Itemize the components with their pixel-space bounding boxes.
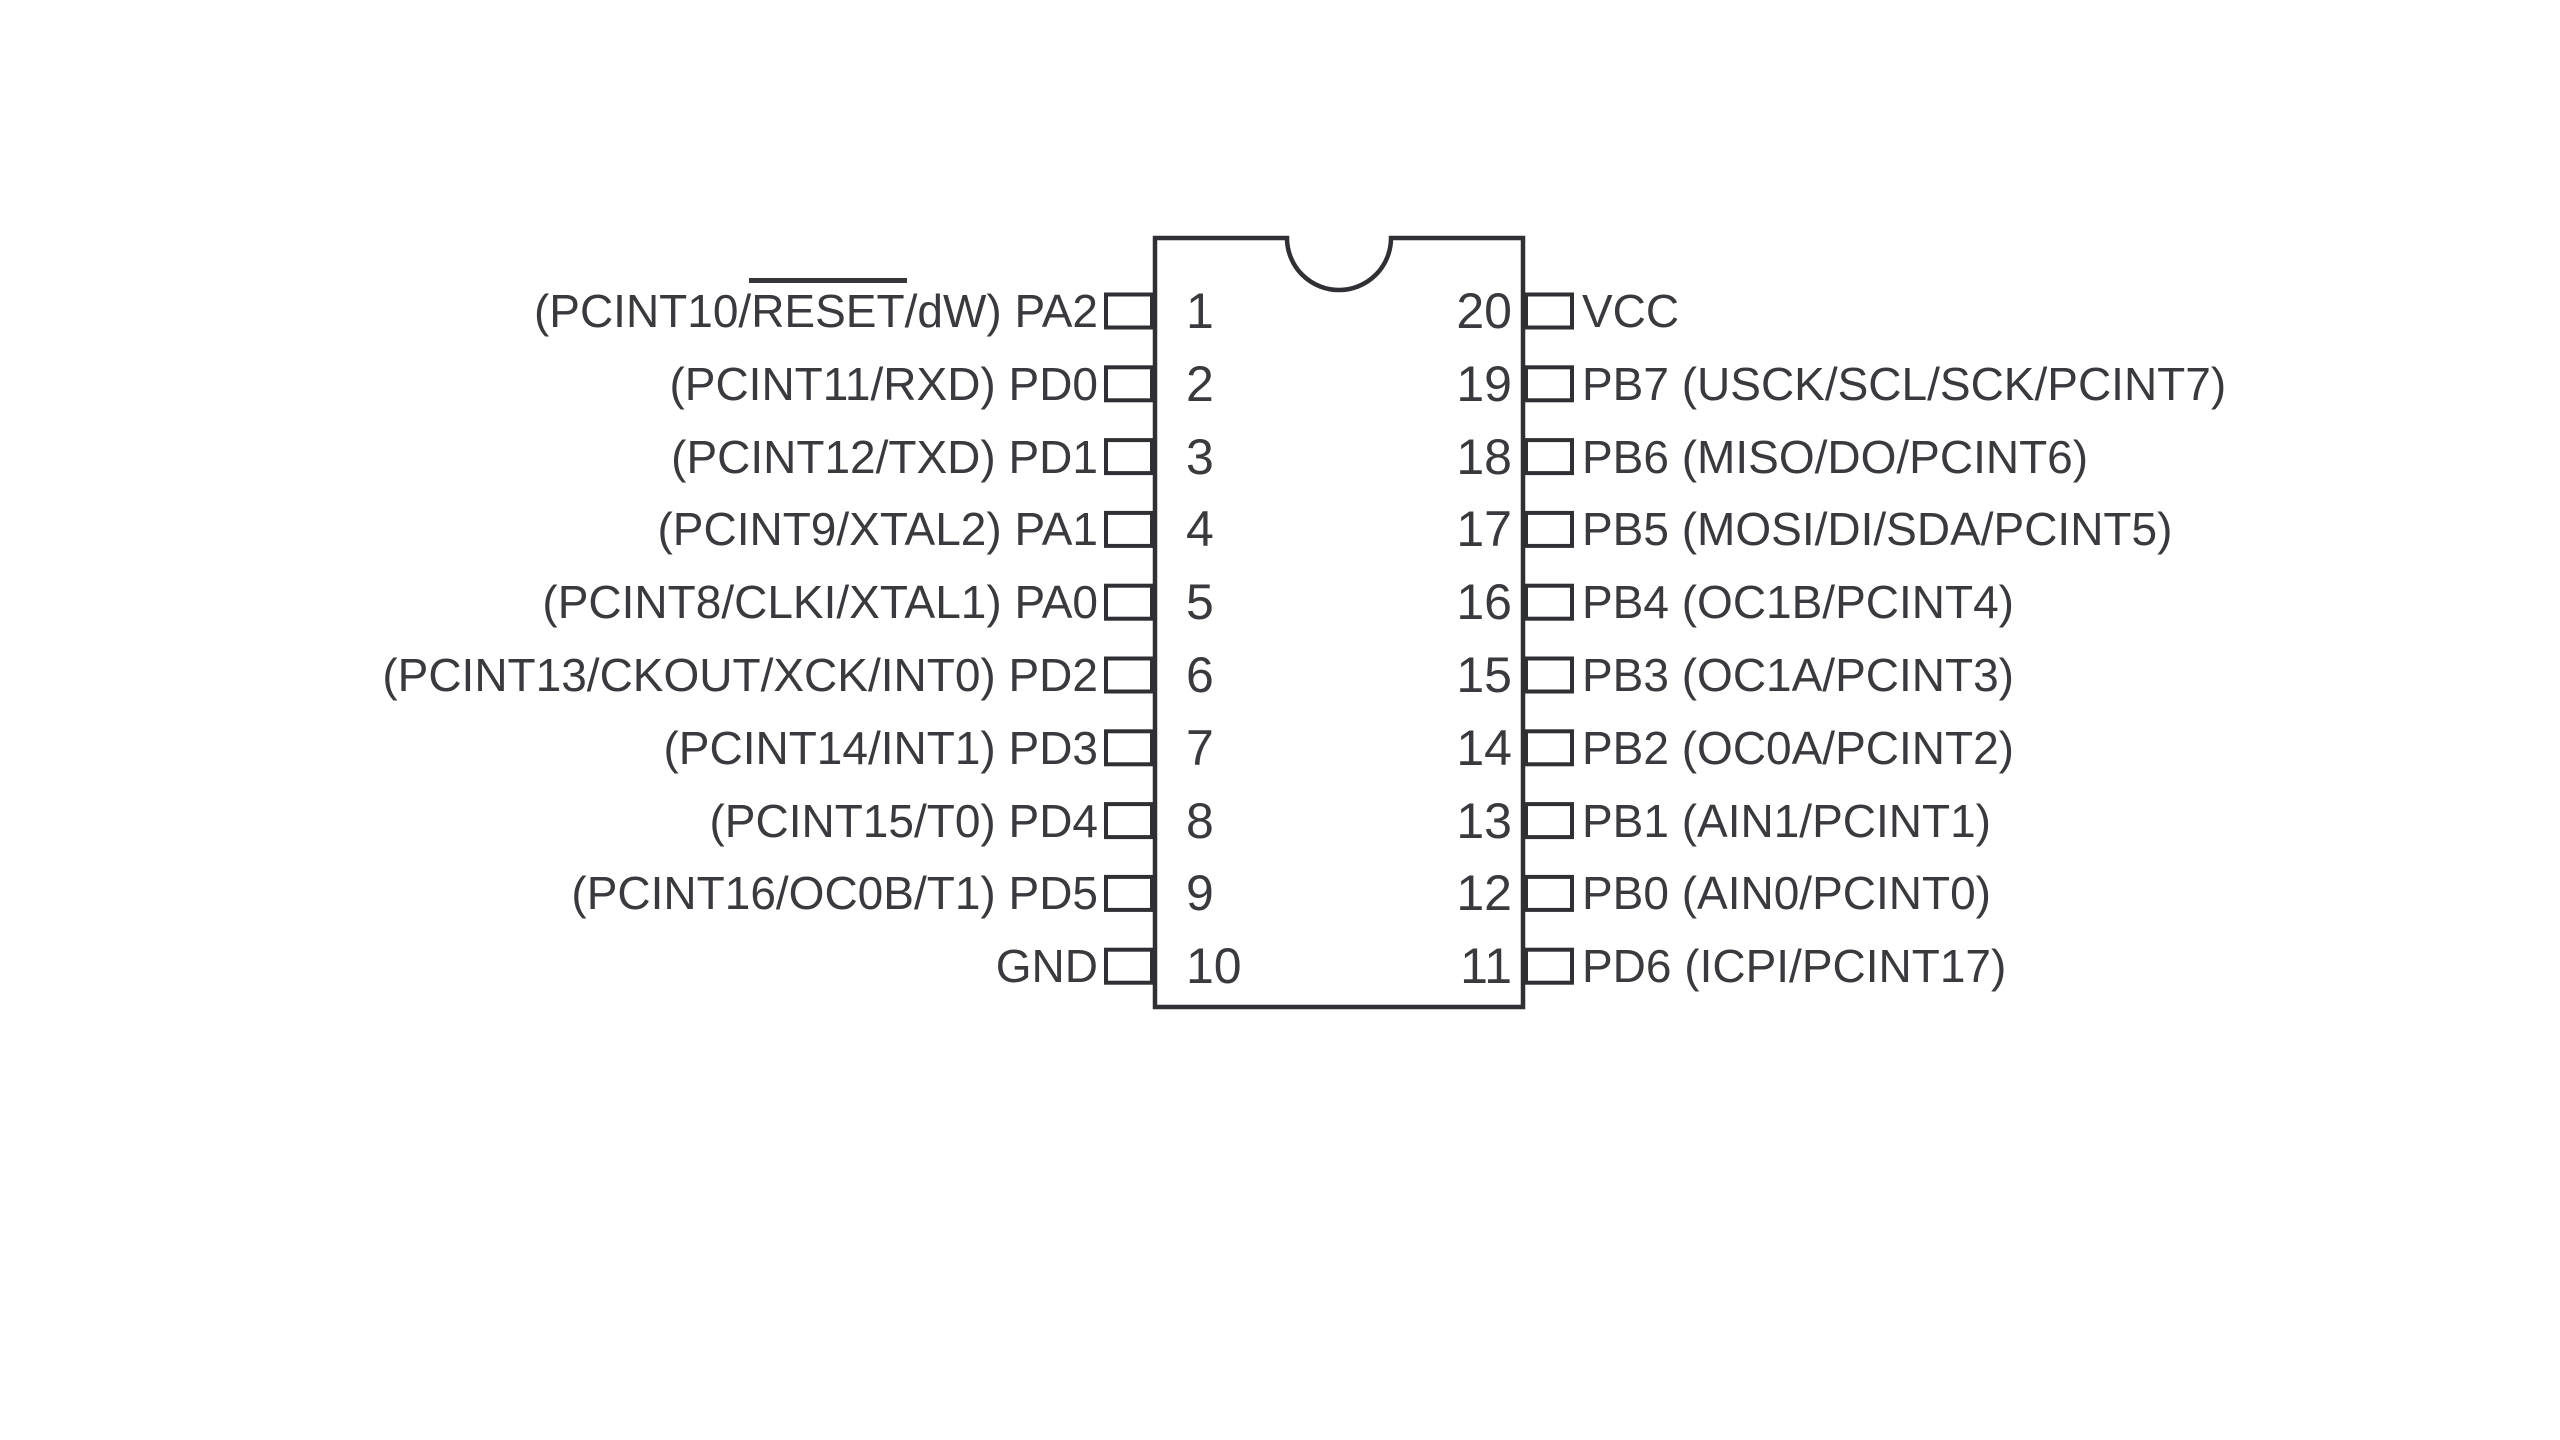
pin-label-segment: /dW) PA2 [904, 285, 1098, 337]
pin-label: (PCINT8/CLKI/XTAL1) PA0 [542, 576, 1098, 629]
pin-stub [1104, 510, 1154, 548]
pin-stub [1104, 947, 1154, 985]
pin-number: 8 [1186, 792, 1214, 849]
pin-stub [1524, 947, 1574, 985]
pin-number: 2 [1186, 355, 1214, 412]
pin-number: 14 [1456, 719, 1512, 776]
pin-label: GND [995, 940, 1098, 993]
pin-stub [1524, 874, 1574, 912]
pin-label: PB1 (AIN1/PCINT1) [1582, 794, 1991, 847]
ic-body-outline [1152, 235, 1526, 1010]
pin-number: 4 [1186, 501, 1214, 558]
pin-label: (PCINT16/OC0B/T1) PD5 [571, 867, 1098, 920]
pin-stub [1104, 729, 1154, 767]
pin-stub [1104, 802, 1154, 840]
pin-label: (PCINT13/CKOUT/XCK/INT0) PD2 [382, 649, 1098, 701]
pin-stub [1104, 365, 1154, 403]
pin-number: 9 [1186, 865, 1214, 922]
pin-number: 15 [1456, 647, 1512, 703]
pin-stub [1524, 510, 1574, 548]
pin-label: PB5 (MOSI/DI/SDA/PCINT5) [1582, 503, 2173, 556]
pin-stub [1524, 583, 1574, 621]
pin-number: 13 [1456, 792, 1512, 849]
pin-stub [1524, 656, 1574, 694]
pin-number: 18 [1456, 428, 1512, 485]
pin-stub [1104, 656, 1154, 694]
pin-number: 1 [1186, 283, 1214, 339]
pin-number: 6 [1186, 647, 1214, 703]
pin-number: 10 [1186, 938, 1242, 995]
pin-label: PB3 (OC1A/PCINT3) [1582, 649, 2014, 701]
pin-label: (PCINT9/XTAL2) PA1 [657, 503, 1098, 556]
pin-stub [1524, 365, 1574, 403]
pin-label-overline-segment: RESET [749, 278, 907, 341]
pin-stub [1104, 438, 1154, 476]
pin-number: 16 [1456, 574, 1512, 631]
pin-stub [1524, 292, 1574, 330]
pin-number: 3 [1186, 428, 1214, 485]
pin-stub [1104, 292, 1154, 330]
pin-label: PB7 (USCK/SCL/SCK/PCINT7) [1582, 357, 2227, 410]
pin-number: 20 [1456, 283, 1512, 339]
pin-stub [1104, 583, 1154, 621]
pin-number: 12 [1456, 865, 1512, 922]
pin-stub [1104, 874, 1154, 912]
pin-number: 19 [1456, 355, 1512, 412]
pin-label: (PCINT10/RESET/dW) PA2 [533, 278, 1098, 341]
pin-label: VCC [1582, 285, 1680, 337]
pin-label: PB4 (OC1B/PCINT4) [1582, 576, 2014, 629]
pin-number: 17 [1456, 501, 1512, 558]
pin-label: PB2 (OC0A/PCINT2) [1582, 721, 2014, 774]
pin-label: (PCINT12/TXD) PD1 [671, 430, 1098, 483]
pin-label: PD6 (ICPI/PCINT17) [1582, 940, 2007, 993]
pin-stub [1524, 729, 1574, 767]
pin-number: 5 [1186, 574, 1214, 631]
pin-label: PB6 (MISO/DO/PCINT6) [1582, 430, 2089, 483]
pin-label-segment: (PCINT10/ [533, 285, 752, 337]
pin-stub [1524, 438, 1574, 476]
pin-number: 11 [1460, 938, 1512, 995]
pin-label: (PCINT15/T0) PD4 [709, 794, 1098, 847]
pin-stub [1524, 802, 1574, 840]
pin-number: 7 [1186, 719, 1214, 776]
pin-stubs [1104, 292, 1574, 985]
pin-label: (PCINT14/INT1) PD3 [663, 721, 1098, 774]
pin-label: PB0 (AIN0/PCINT0) [1582, 867, 1991, 920]
pin-label: (PCINT11/RXD) PD0 [669, 357, 1098, 410]
